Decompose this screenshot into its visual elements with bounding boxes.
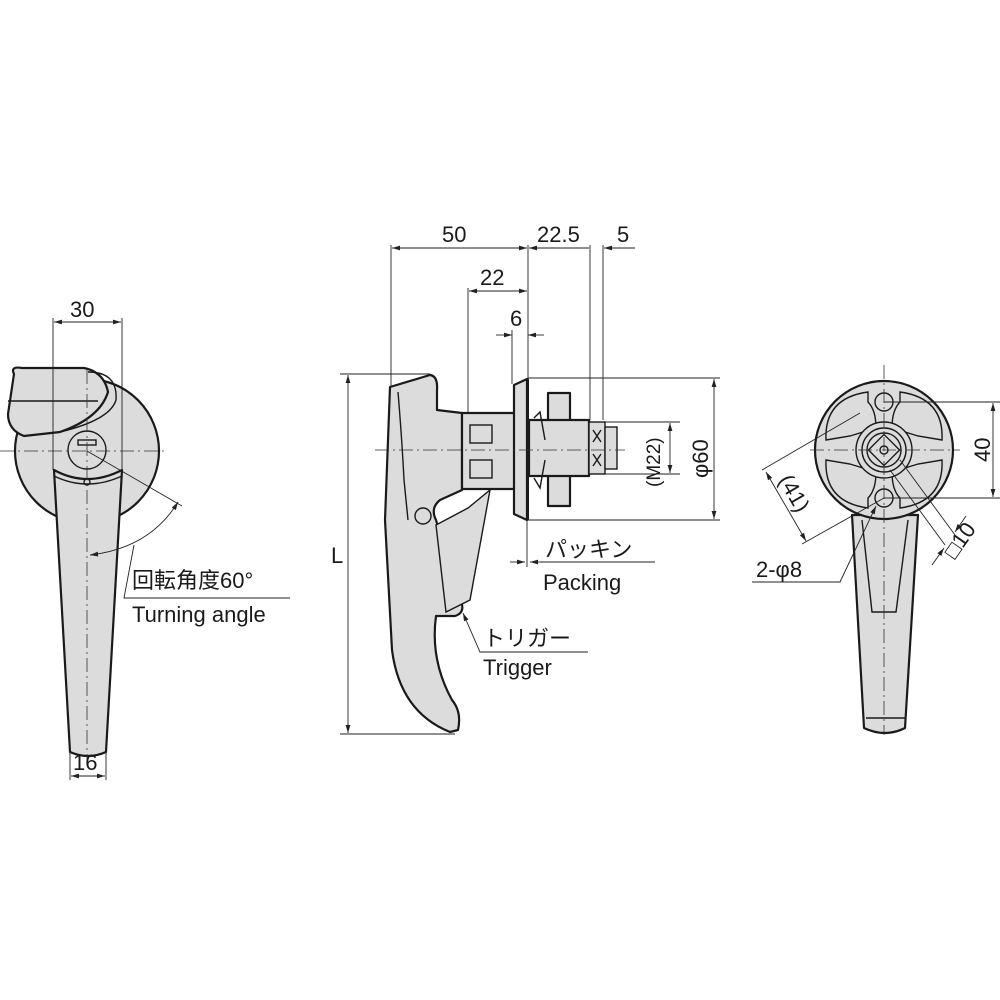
side-view: 50 22.5 5 22 6 L (M22) φ60 パッキン Packing: [331, 222, 720, 735]
pivot-pin: [414, 507, 432, 525]
dim-thread: (M22): [644, 437, 665, 487]
turning-angle-en: Turning angle: [132, 602, 266, 627]
rear-view: 40 (41) 2-φ8 □10: [752, 365, 1000, 735]
dim-body-depth: 22: [480, 265, 504, 290]
dim-square: □10: [939, 518, 981, 563]
dim-overall-depth: 50: [442, 222, 466, 247]
packing-jp: パッキン: [545, 537, 632, 562]
lever-arm: [52, 468, 124, 758]
nut: [604, 426, 618, 470]
rear-lever-arm: [850, 513, 920, 735]
dim-thread-length: 22.5: [537, 222, 580, 247]
front-view: 30 回転角度60° Turning angle 16: [0, 297, 290, 780]
dim-width-top: 30: [70, 297, 94, 322]
trigger: [435, 488, 492, 614]
dim-diagonal: (41): [774, 470, 815, 516]
dim-nut: 5: [617, 222, 629, 247]
turning-angle-jp: 回転角度60°: [132, 568, 253, 593]
trigger-jp: トリガー: [483, 626, 571, 651]
dim-length: L: [331, 543, 343, 568]
dim-flange-dia: φ60: [688, 439, 713, 478]
flange: [512, 377, 529, 522]
shaft: [527, 418, 591, 478]
packing-en: Packing: [543, 570, 621, 595]
dim-width-bottom: 16: [73, 750, 97, 775]
dim-flange: 6: [510, 306, 522, 331]
handle-body: [383, 373, 464, 734]
lever-head: [6, 366, 110, 438]
washer: [588, 421, 606, 475]
trigger-en: Trigger: [483, 655, 552, 680]
dim-hole-pitch: 40: [970, 438, 995, 462]
dim-holes: 2-φ8: [756, 557, 802, 582]
